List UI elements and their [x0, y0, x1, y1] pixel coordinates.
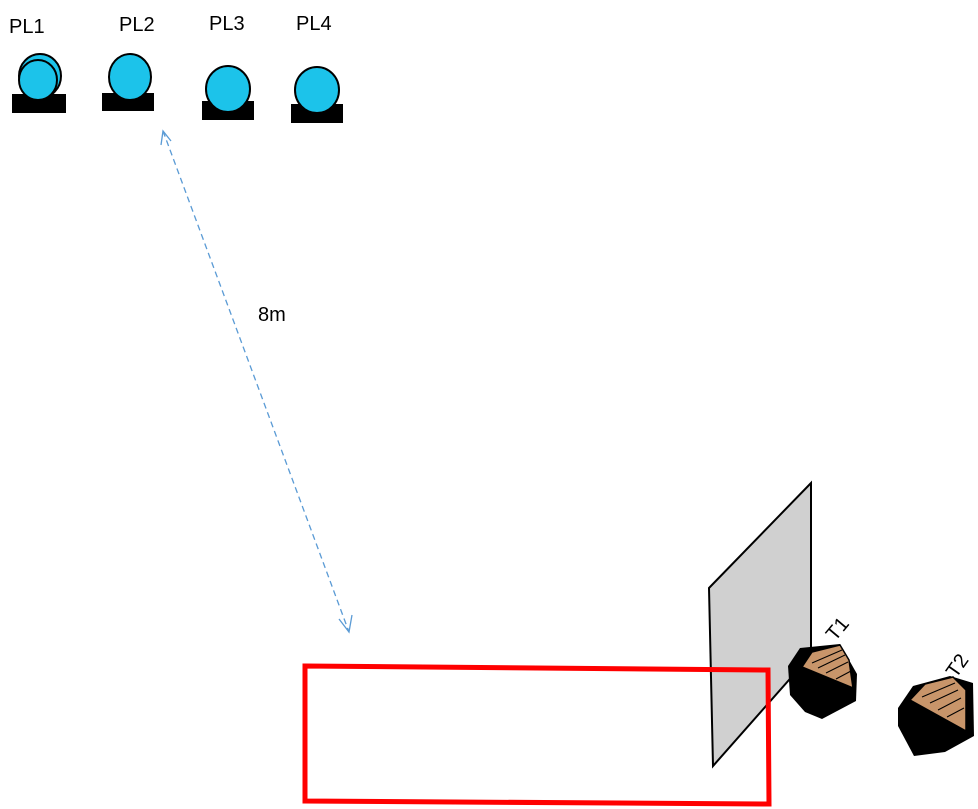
target-cap-ridge — [929, 689, 959, 704]
screen-panel — [707, 480, 812, 769]
player-label-pl1: PL1 — [9, 16, 45, 38]
player-label-pl2: PL2 — [119, 14, 155, 36]
player-head-icon — [108, 53, 152, 101]
arrowhead-top-icon — [160, 129, 172, 146]
distance-label: 8m — [258, 304, 286, 326]
target-t2: T2 — [898, 650, 974, 756]
player-label-pl3: PL3 — [209, 13, 245, 35]
target-cap-ridge — [835, 670, 852, 680]
target-label-t1: T1 — [822, 613, 854, 645]
player-pl3: PL3 — [202, 13, 254, 120]
target-t1: T1 — [788, 613, 857, 719]
distance-dashed-line — [162, 130, 350, 633]
player-base-icon — [12, 94, 66, 113]
player-head-icon — [294, 66, 340, 114]
target-cap-ridge — [921, 682, 956, 698]
distance-line — [160, 129, 353, 634]
player-head-icon — [205, 65, 251, 113]
target-cap-ridge — [825, 661, 849, 674]
target-cap-ridge — [937, 697, 962, 711]
target-cap-ridge — [811, 649, 843, 664]
target-cap-icon — [908, 676, 967, 733]
player-pl1: PL1 — [9, 16, 66, 113]
player-head-icon — [18, 59, 58, 101]
target-zone-outline — [302, 663, 772, 807]
arrowhead-bottom-icon — [338, 614, 353, 634]
target-cap-ridge — [817, 654, 846, 669]
player-pl2: PL2 — [102, 14, 155, 111]
target-cap-ridge — [946, 707, 965, 718]
player-label-pl4: PL4 — [296, 13, 332, 35]
player-pl4: PL4 — [291, 13, 343, 123]
